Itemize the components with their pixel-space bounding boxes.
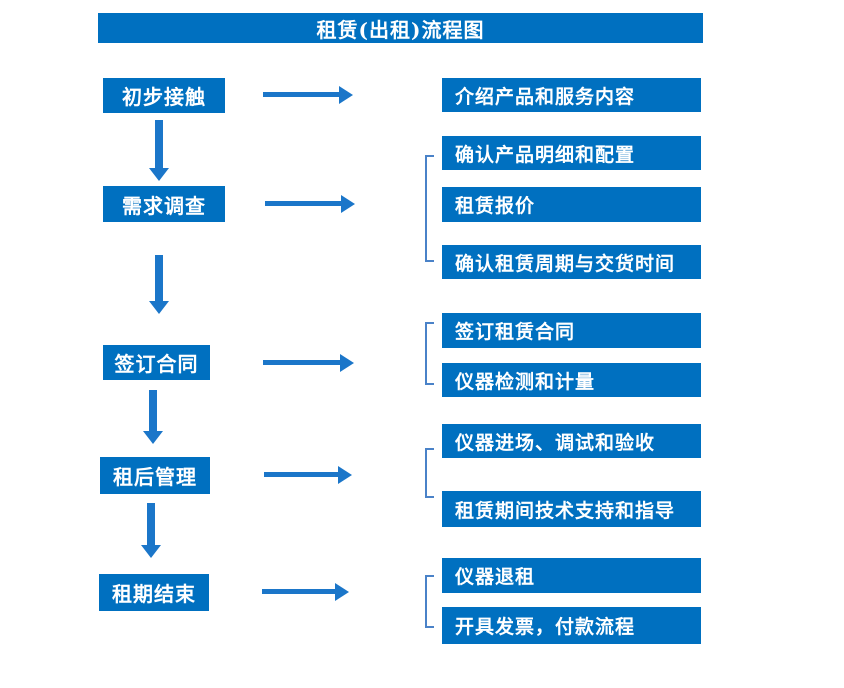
- group-bracket: [425, 155, 434, 262]
- right-arrow-icon: [263, 360, 340, 365]
- detail-box-sign-rental-contract: 签订租赁合同: [442, 313, 701, 348]
- detail-box-confirm-rental-period-delivery: 确认租赁周期与交货时间: [442, 245, 701, 279]
- down-arrow-icon: [149, 390, 157, 431]
- group-bracket: [425, 322, 434, 385]
- detail-box-rental-quotation: 租赁报价: [442, 187, 701, 222]
- right-arrow-icon: [262, 589, 335, 594]
- step-box-sign-contract: 签订合同: [103, 345, 210, 380]
- group-bracket: [425, 575, 434, 628]
- flowchart-title: 租赁(出租)流程图: [98, 13, 703, 43]
- step-box-post-rental-management: 租后管理: [100, 457, 210, 494]
- down-arrow-icon: [155, 255, 163, 301]
- detail-box-confirm-product-details: 确认产品明细和配置: [442, 136, 701, 170]
- down-arrow-icon: [147, 503, 155, 545]
- down-arrow-icon: [155, 120, 163, 168]
- step-box-lease-end: 租期结束: [99, 574, 209, 611]
- step-box-demand-survey: 需求调查: [103, 186, 225, 222]
- detail-box-instrument-inspection-metering: 仪器检测和计量: [442, 363, 701, 397]
- right-arrow-icon: [265, 201, 341, 206]
- right-arrow-icon: [264, 472, 338, 477]
- right-arrow-icon: [263, 92, 339, 97]
- step-box-initial-contact: 初步接触: [103, 78, 225, 113]
- detail-box-invoice-payment-process: 开具发票，付款流程: [442, 607, 701, 644]
- detail-box-instrument-return: 仪器退租: [442, 558, 701, 593]
- detail-box-technical-support-guidance: 租赁期间技术支持和指导: [442, 491, 701, 527]
- group-bracket: [425, 448, 434, 498]
- detail-box-instrument-arrival-commissioning: 仪器进场、调试和验收: [442, 424, 701, 458]
- detail-box-introduce-products-services: 介绍产品和服务内容: [442, 78, 701, 112]
